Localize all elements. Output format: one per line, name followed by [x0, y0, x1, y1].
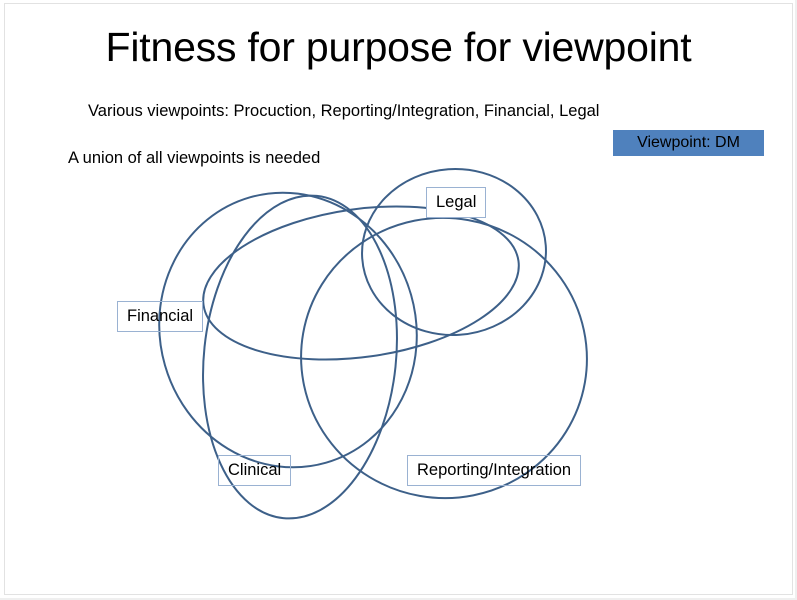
- diagram-label-clinical[interactable]: Clinical: [218, 455, 292, 486]
- ellipse-upper-band: [202, 205, 520, 361]
- page-title: Fitness for purpose for viewpoint: [105, 24, 692, 70]
- ellipse-clinical: [202, 194, 398, 520]
- status-badge-viewpoint: Viewpoint: DM: [613, 130, 764, 156]
- ellipse-financial: [158, 191, 418, 469]
- ellipse-reporting-integration: [300, 216, 588, 500]
- ellipse-legal: [361, 167, 547, 337]
- subtitle-viewpoints-list: Various viewpoints: Procuction, Reportin…: [88, 102, 600, 120]
- diagram-label-financial[interactable]: Financial: [117, 301, 204, 332]
- subtitle-union-statement: A union of all viewpoints is needed: [68, 149, 321, 167]
- diagram-label-legal[interactable]: Legal: [426, 187, 487, 218]
- diagram-label-reporting-integration[interactable]: Reporting/Integration: [407, 455, 582, 486]
